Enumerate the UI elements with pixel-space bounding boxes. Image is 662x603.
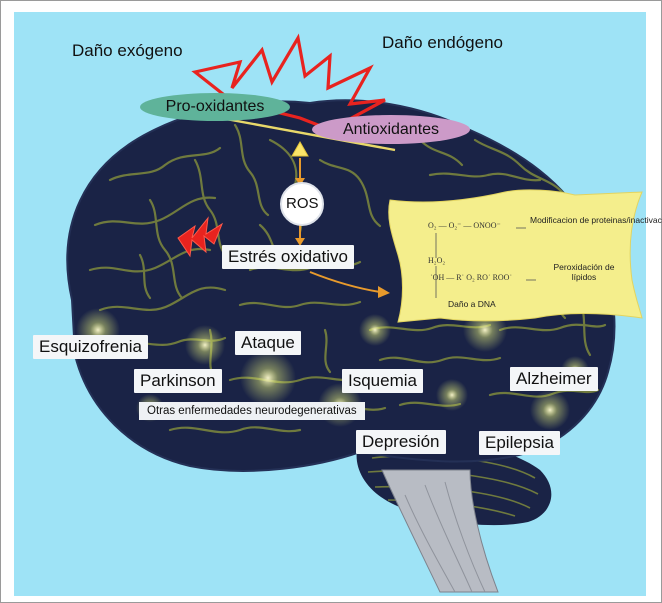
chem-note-protein: Modificacion de proteinas/inactivación bbox=[530, 216, 662, 226]
pro-oxidants-label: Pro-oxidantes bbox=[166, 98, 265, 116]
chem-panel-bg bbox=[389, 190, 642, 322]
disease-stroke: Ataque bbox=[235, 331, 301, 355]
chem-line-1: O₂ — O₂⁻ — ONOO⁻ bbox=[428, 221, 501, 230]
chem-note-lipid: Peroxidación de lípidos bbox=[544, 263, 624, 283]
disease-parkinson: Parkinson bbox=[134, 369, 222, 393]
disease-alzheimer: Alzheimer bbox=[510, 367, 598, 391]
ros-label: ROS bbox=[286, 195, 319, 212]
antioxidants-pill: Antioxidantes bbox=[312, 115, 470, 144]
disease-epilepsy: Epilepsia bbox=[479, 431, 560, 455]
oxidative-stress-label: Estrés oxidativo bbox=[222, 245, 354, 269]
pro-oxidants-pill: Pro-oxidantes bbox=[140, 93, 290, 121]
exogenous-damage-label: Daño exógeno bbox=[72, 41, 183, 61]
disease-ischemia: Isquemia bbox=[342, 369, 423, 393]
endogenous-damage-label: Daño endógeno bbox=[382, 33, 503, 53]
chem-line-3: ˙OH — R˙ O₂ RO˙ ROO˙ bbox=[430, 273, 512, 282]
chem-line-2: H₂O₂ bbox=[428, 256, 445, 265]
disease-other-neurodegenerative: Otras enfermedades neurodegenerativas bbox=[139, 402, 365, 420]
disease-schizophrenia: Esquizofrenia bbox=[33, 335, 148, 359]
chem-note-dna: Daño a DNA bbox=[448, 300, 496, 310]
disease-depression: Depresión bbox=[356, 430, 446, 454]
antioxidants-label: Antioxidantes bbox=[343, 121, 439, 139]
